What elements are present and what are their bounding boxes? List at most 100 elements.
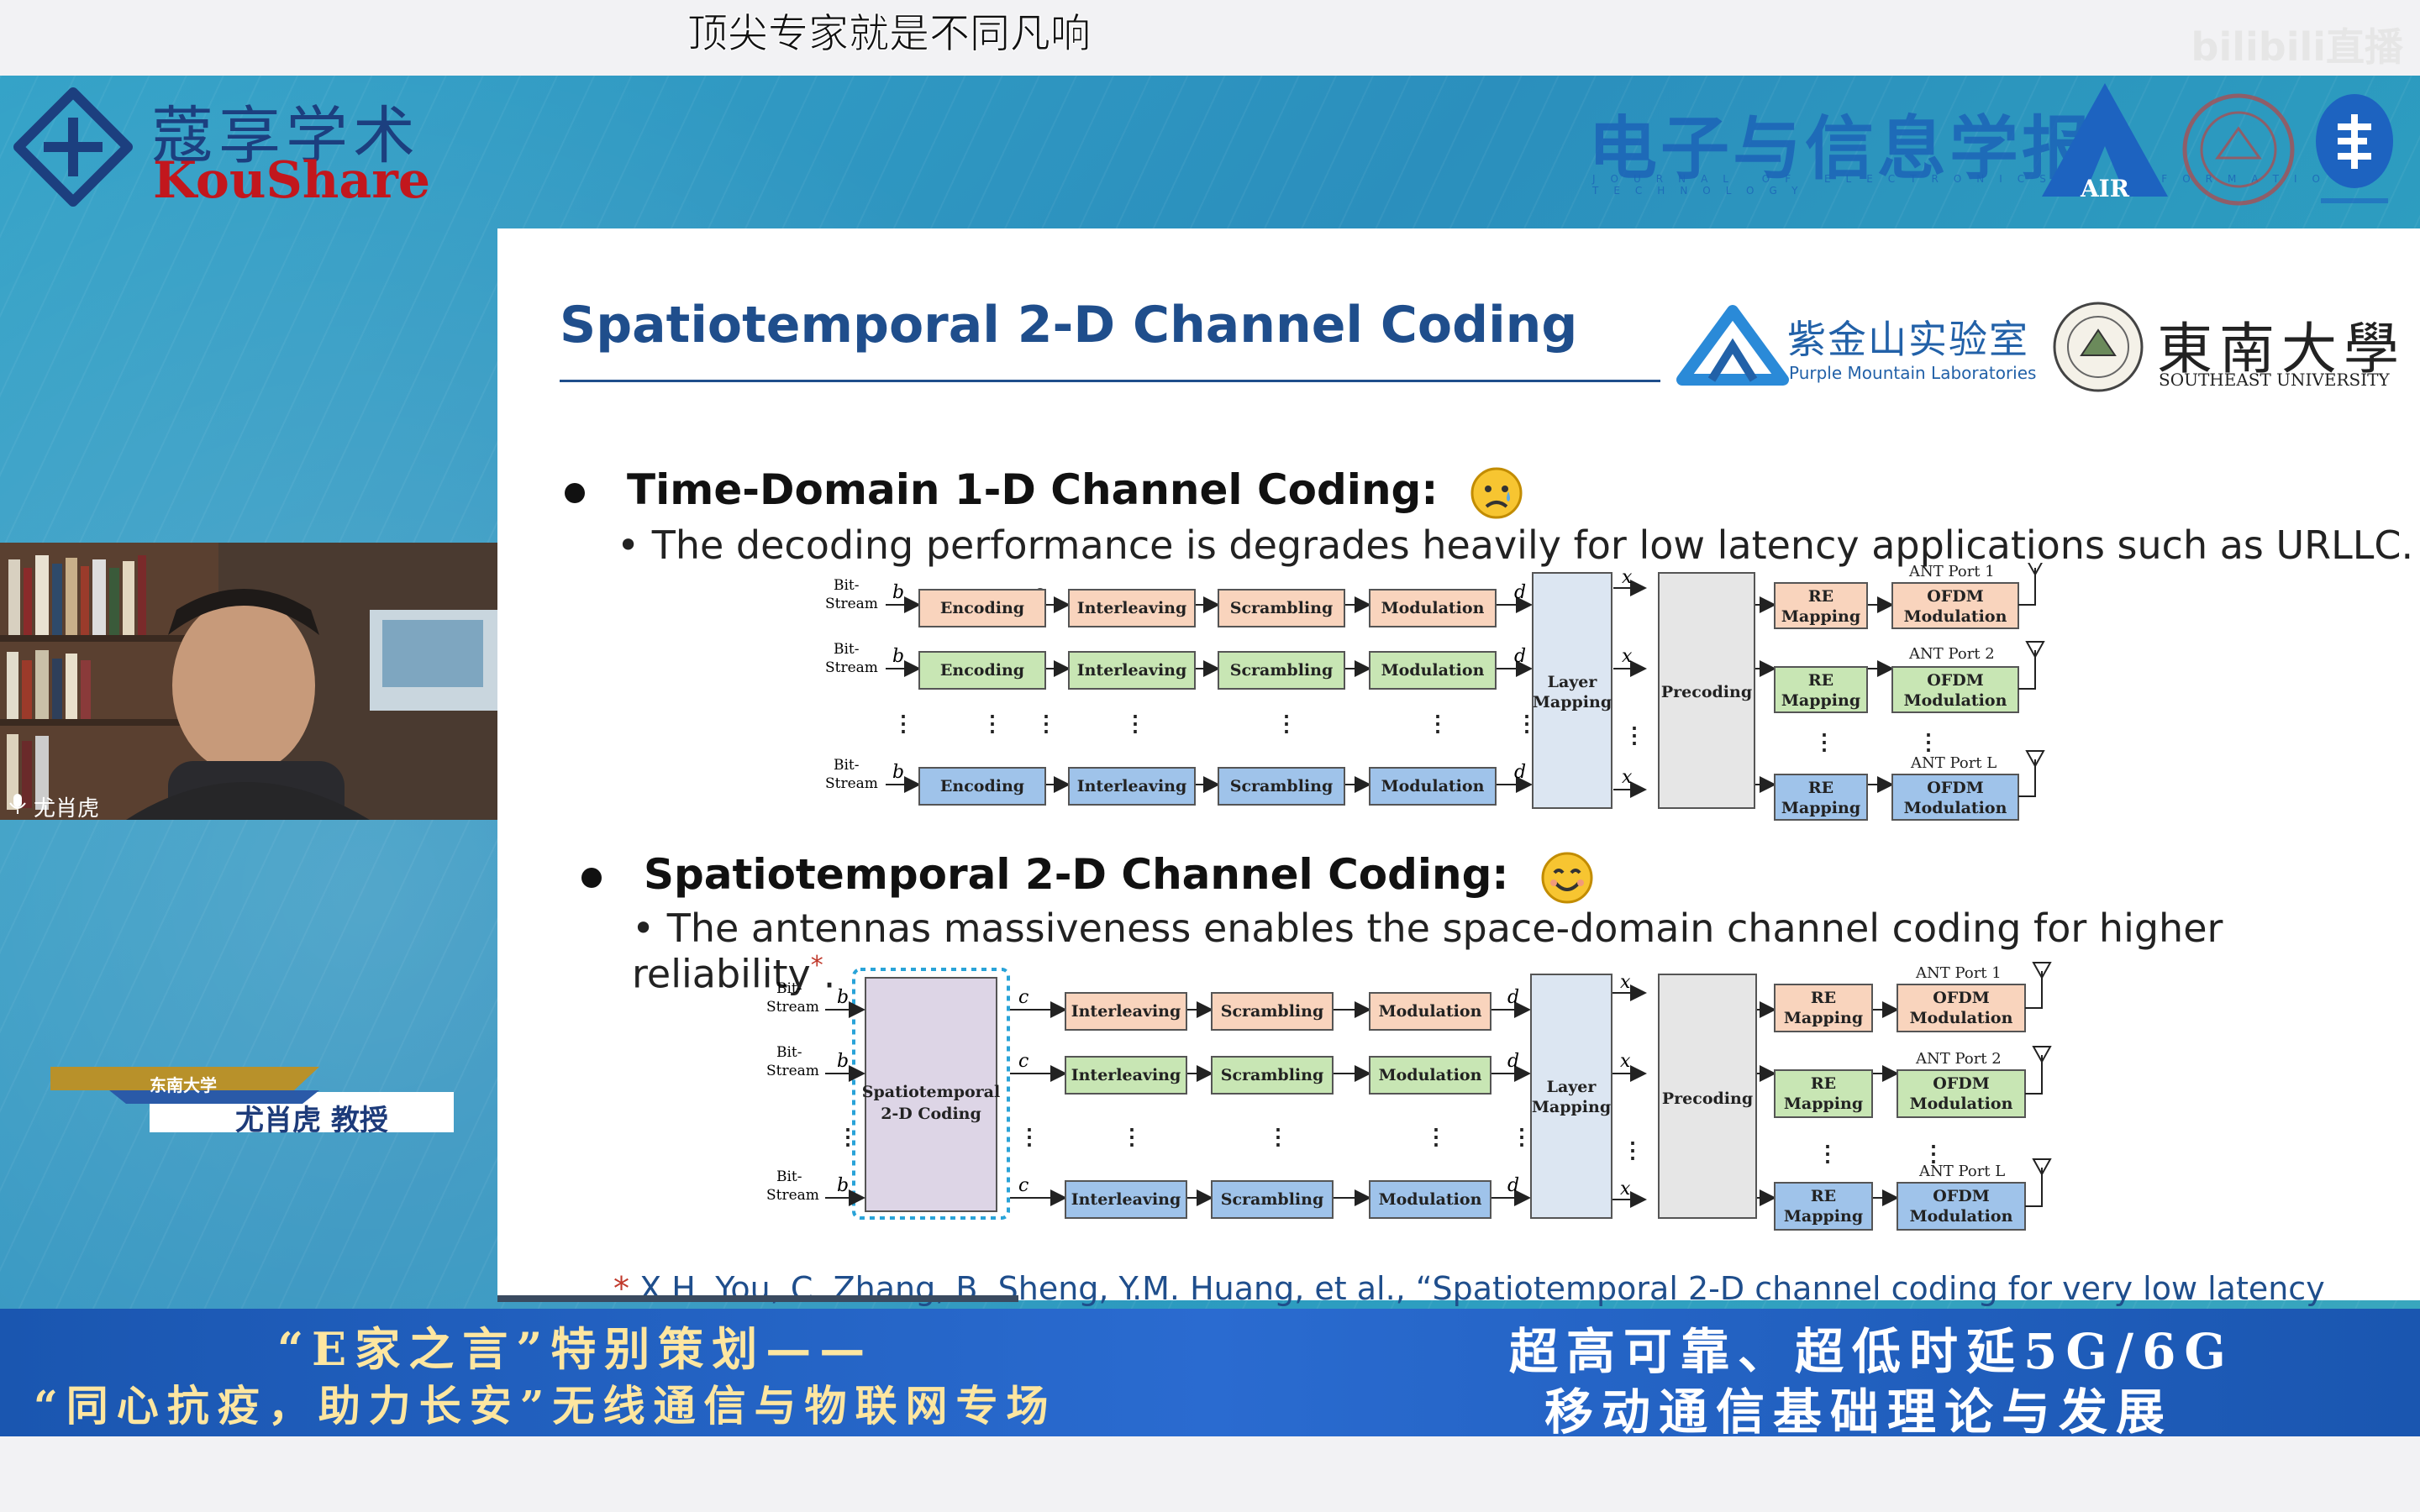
d1-scrambling-label-2: Scrambling <box>1230 661 1334 680</box>
purple-mountain-logo-icon <box>1676 305 1789 386</box>
svg-text:d: d <box>1514 582 1526 603</box>
slide-progress-bar <box>497 1295 1018 1302</box>
banner-right-line1: 超高可靠、超低时延5G/6G <box>1509 1323 2234 1380</box>
svg-text:⋮: ⋮ <box>1121 1125 1143 1150</box>
d1-encoding-label-s: Encoding <box>940 777 1024 795</box>
svg-text:Modulation: Modulation <box>1910 1095 2013 1113</box>
svg-text:⋮: ⋮ <box>1516 711 1538 737</box>
d2-precoding-label: Precoding <box>1662 1089 1753 1108</box>
svg-text:d: d <box>1507 1051 1519 1072</box>
air-label: AIR <box>2080 175 2130 202</box>
svg-text:RE: RE <box>1811 1074 1836 1093</box>
svg-text:b: b <box>837 1175 849 1196</box>
svg-text:d: d <box>1514 646 1526 667</box>
svg-text:Mapping: Mapping <box>1533 693 1612 711</box>
svg-text:Bit-: Bit- <box>776 1044 802 1061</box>
bullet-spatiotemporal: Spatiotemporal 2-D Channel Coding: <box>581 850 1594 905</box>
d1-scrambling-label-s: Scrambling <box>1230 777 1334 795</box>
svg-text:RE: RE <box>1808 671 1833 690</box>
speaker-camera[interactable]: 尤肖虎 <box>0 543 497 820</box>
svg-text:⋮: ⋮ <box>1276 711 1297 737</box>
svg-text:RE: RE <box>1811 989 1836 1007</box>
seu-seal-icon <box>2053 302 2144 392</box>
bullet-time-domain: Time-Domain 1-D Channel Coding: <box>565 465 1523 520</box>
d2-antL: ANT Port L <box>1918 1163 2005 1180</box>
svg-text:Bit-: Bit- <box>834 757 860 774</box>
svg-text:Bit-: Bit- <box>776 980 802 997</box>
speaker-lower-third <box>50 1067 454 1132</box>
svg-text:OFDM: OFDM <box>1933 989 1990 1007</box>
svg-text:b: b <box>837 1051 849 1072</box>
d1-interleaving-label-s: Interleaving <box>1077 777 1187 795</box>
program-banner: “E家之言”特别策划—— “同心抗疫，助力长安”无线通信与物联网专场 超高可靠、… <box>0 1309 2420 1436</box>
title-divider <box>560 380 1660 382</box>
svg-text:⋮: ⋮ <box>1918 730 1939 755</box>
d1-interleaving-label: Interleaving <box>1077 599 1187 617</box>
svg-text:d: d <box>1514 762 1526 783</box>
d2-interleaving-label: Interleaving <box>1071 1002 1181 1021</box>
d1-layer-label: Layer <box>1548 673 1598 691</box>
svg-text:OFDM: OFDM <box>1927 779 1984 797</box>
svg-text:RE: RE <box>1808 779 1833 797</box>
svg-text:⋮: ⋮ <box>1018 1125 1040 1150</box>
svg-text:⋮: ⋮ <box>1425 1125 1447 1150</box>
seu-cn: 東南大學 <box>2157 317 2406 381</box>
svg-text:2-D Coding: 2-D Coding <box>881 1105 981 1123</box>
journal-title: 电子与信息学报 <box>1588 109 2095 189</box>
svg-text:OFDM: OFDM <box>1927 671 1984 690</box>
svg-text:Stream: Stream <box>766 1063 819 1079</box>
svg-text:Mapping: Mapping <box>1781 607 1860 626</box>
d1-precoding-label: Precoding <box>1661 683 1752 701</box>
sub-spatiotemporal: • The antennas massiveness enables the s… <box>632 906 2420 996</box>
svg-text:c: c <box>1018 987 1028 1008</box>
svg-text:Stream: Stream <box>766 999 819 1016</box>
ei-logo-icon <box>2316 94 2393 203</box>
sub-time-domain: • The decoding performance is degrades h… <box>617 522 2414 568</box>
svg-text:⋮: ⋮ <box>892 711 914 737</box>
svg-text:x: x <box>1620 1051 1631 1072</box>
bilibili-watermark: bilibili直播 <box>2191 24 2403 70</box>
koushare-en: KouShare <box>153 151 431 210</box>
svg-text:⋮: ⋮ <box>1817 1142 1839 1167</box>
bullet-time-domain-text: Time-Domain 1-D Channel Coding: <box>627 465 1439 514</box>
air-logo-icon: AIR <box>2042 83 2168 202</box>
svg-text:⋮: ⋮ <box>1267 1125 1289 1150</box>
d2-interleaving-label-2: Interleaving <box>1071 1066 1181 1084</box>
d2-scrambling-label-2: Scrambling <box>1221 1066 1324 1084</box>
d1-modulation-label-2: Modulation <box>1381 661 1485 680</box>
svg-text:OFDM: OFDM <box>1933 1074 1990 1093</box>
d2-scrambling-label-s: Scrambling <box>1221 1190 1324 1209</box>
microphone-icon <box>9 794 26 814</box>
banner-right-line2: 移动通信基础理论与发展 <box>1544 1383 2174 1436</box>
svg-text:b: b <box>892 582 904 603</box>
svg-text:c: c <box>1018 1051 1028 1072</box>
d1-modulation-label: Modulation <box>1381 599 1485 617</box>
svg-text:⋮: ⋮ <box>1427 711 1449 737</box>
svg-text:⋮: ⋮ <box>1035 711 1057 737</box>
d2-modulation-label-2: Modulation <box>1379 1066 1482 1084</box>
svg-text:RE: RE <box>1811 1187 1836 1205</box>
bullet-dot-2 <box>581 867 602 888</box>
svg-text:Modulation: Modulation <box>1910 1207 2013 1226</box>
sub-spatiotemporal-text: • The antennas massiveness enables the s… <box>632 906 2223 997</box>
svg-text:RE: RE <box>1808 587 1833 606</box>
presentation-slide: Spatiotemporal 2-D Channel Coding 紫金山实验室… <box>497 228 2420 1351</box>
speaker-university: 东南大学 <box>150 1075 217 1095</box>
d1-encoding-label-2: Encoding <box>940 661 1024 680</box>
d2-scrambling-label: Scrambling <box>1221 1002 1324 1021</box>
svg-text:x: x <box>1620 1179 1631 1200</box>
purple-mountain-en: Purple Mountain Laboratories <box>1789 363 2037 383</box>
svg-text:d: d <box>1507 1175 1519 1196</box>
video-frame[interactable]: 蔻享学术 KouShare 电子与信息学报 JOURNAL OF ELECTRO… <box>0 76 2420 1436</box>
svg-text:Mapping: Mapping <box>1781 691 1860 710</box>
d1-antL: ANT Port L <box>1910 754 1996 772</box>
svg-text:⋮: ⋮ <box>1813 730 1835 755</box>
d1-ant2: ANT Port 2 <box>1908 645 1995 663</box>
svg-text:Mapping: Mapping <box>1532 1098 1611 1116</box>
d1-encoding-1 <box>918 589 1046 627</box>
bullet-spatiotemporal-text: Spatiotemporal 2-D Channel Coding: <box>644 850 1509 899</box>
svg-text:Modulation: Modulation <box>1904 691 2007 710</box>
svg-text:x: x <box>1622 767 1633 788</box>
